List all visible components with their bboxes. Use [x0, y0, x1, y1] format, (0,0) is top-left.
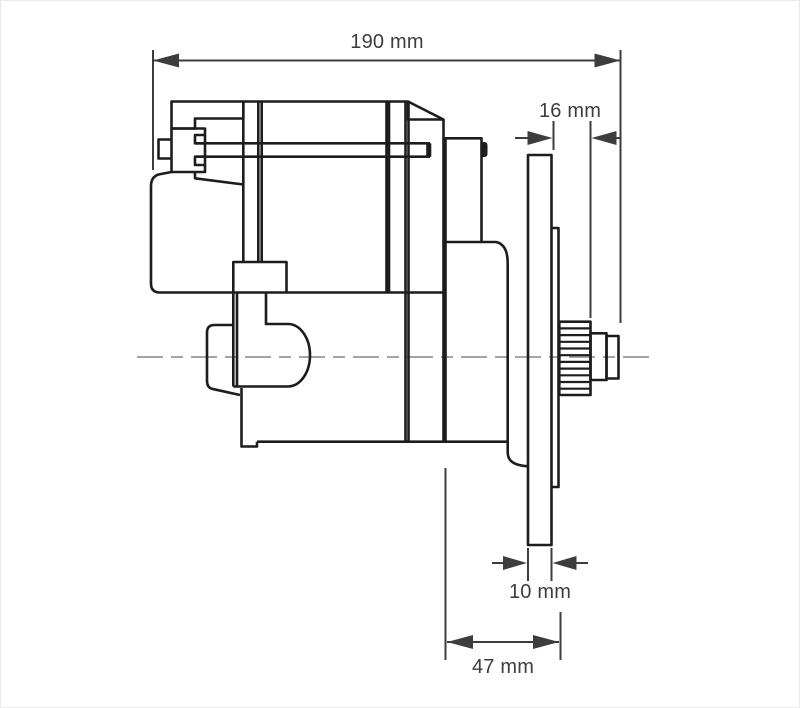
dimension-label-nose-depth: 47 mm — [472, 656, 534, 678]
arrowhead-left — [527, 131, 553, 145]
vertical-bolt-band — [242, 101, 263, 262]
clamp-tail-line — [193, 172, 244, 186]
drive-end-nose — [445, 240, 529, 468]
end-cap-step — [171, 101, 245, 130]
lever-boss — [233, 292, 312, 388]
arrowhead-right — [591, 131, 617, 145]
nut-block — [232, 260, 288, 293]
plunger-cap — [205, 323, 241, 397]
clamp-bolt-head — [157, 138, 172, 160]
pinion-gear — [558, 320, 592, 397]
arrowhead-right — [533, 635, 559, 649]
arrowhead-left — [447, 635, 473, 649]
mounting-flange — [526, 153, 553, 547]
bolt-continuation — [232, 292, 239, 387]
pinion-shaft — [589, 332, 608, 382]
pinion-teeth — [559, 327, 591, 390]
terminal-stud — [481, 142, 488, 157]
rear-lobe — [149, 170, 444, 294]
through-bolt-bar — [195, 142, 432, 158]
top-housing-outline — [170, 100, 445, 442]
arrowhead-left — [153, 53, 179, 68]
lower-rod — [240, 388, 259, 448]
dimension-pinion-projection — [515, 121, 621, 318]
front-plate — [444, 137, 483, 442]
dimension-label-overall-length: 190 mm — [350, 31, 423, 53]
dimension-label-pinion-projection: 16 mm — [539, 100, 601, 122]
motor-body — [149, 100, 620, 547]
arrowhead-right — [552, 556, 577, 570]
arrowhead-left — [503, 556, 527, 570]
dimension-label-flange-thickness: 10 mm — [509, 581, 571, 603]
frame-joint-lines-rear — [385, 101, 391, 293]
arrowhead-right — [594, 53, 621, 68]
dimension-overall-length — [152, 50, 622, 323]
dimension-flange-thickness — [492, 548, 588, 581]
frame-joint-lines-front — [404, 101, 410, 442]
shaft-end-cap — [605, 334, 620, 380]
